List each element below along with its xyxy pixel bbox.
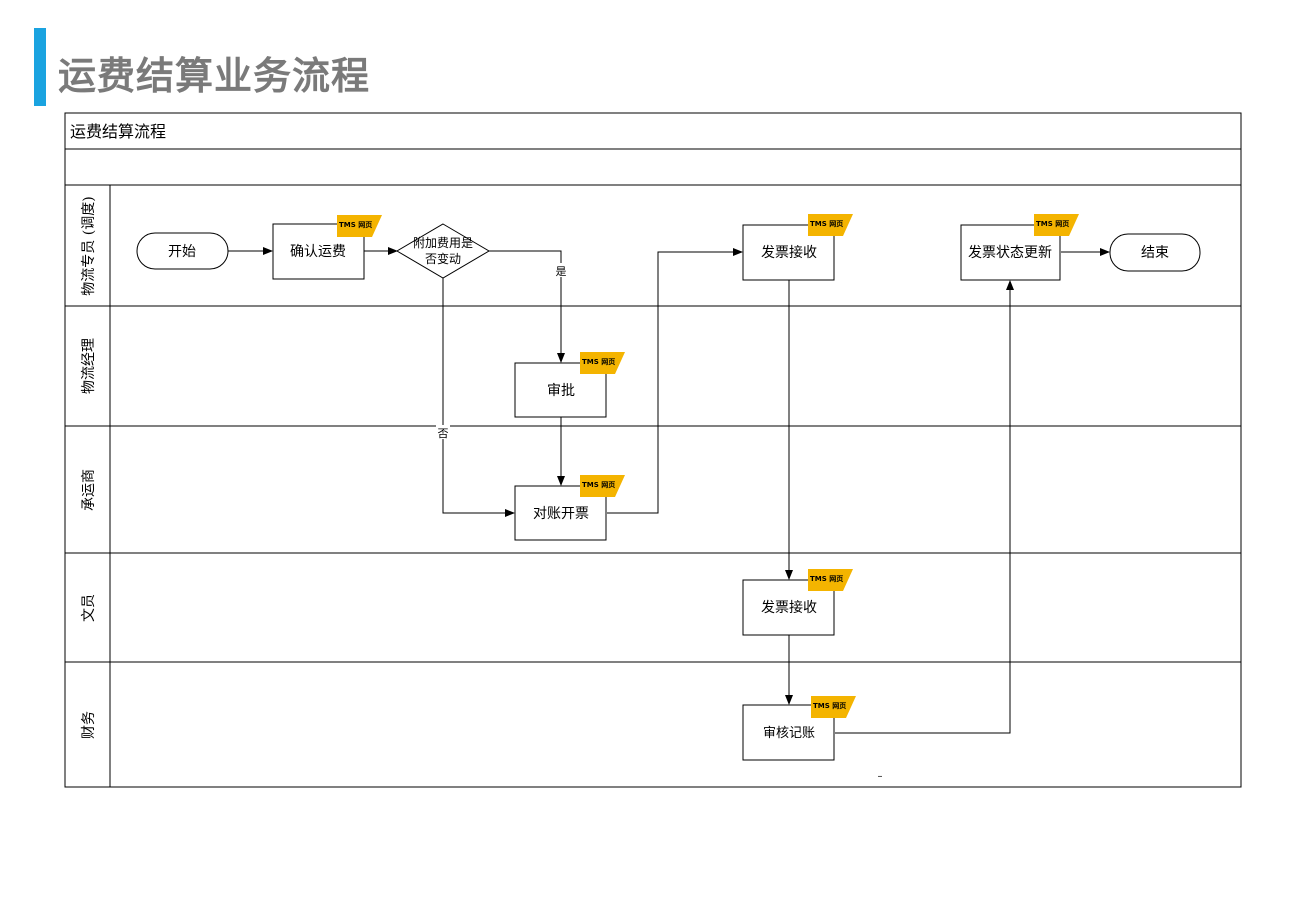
edge-audit-to-status-update (835, 280, 1014, 734)
node-decision-label-line2: 否变动 (425, 251, 461, 266)
tms-tag: TMS 网页 (808, 569, 853, 591)
lane-label-finance: 财务 (81, 711, 97, 739)
node-approve-label: 审批 (547, 383, 575, 399)
node-decision-label-line1: 附加费用是 (413, 236, 473, 250)
tms-tag: TMS 网页 (580, 475, 625, 497)
node-status-update-label: 发票状态更新 (968, 245, 1052, 261)
node-end (1109, 233, 1201, 272)
connectors (228, 247, 1110, 734)
footnote-mark: – (878, 771, 883, 782)
node-invoice-receive-clerk-label: 发票接收 (761, 599, 817, 616)
lane-label-logistics-specialist: 物流专员 (调度) (81, 196, 97, 295)
node-decision (396, 223, 490, 279)
node-audit-label: 审核记账 (763, 726, 815, 741)
diagram-frame (64, 112, 1242, 788)
lane-label-clerk: 文员 (81, 594, 97, 622)
svg-text:TMS 网页: TMS 网页 (1036, 220, 1069, 228)
edge-decision-yes-to-approve (489, 250, 565, 363)
svg-text:TMS 网页: TMS 网页 (582, 358, 615, 366)
svg-text:TMS 网页: TMS 网页 (810, 575, 843, 583)
edge-reconcile-to-receive (607, 248, 743, 514)
svg-text:TMS 网页: TMS 网页 (582, 481, 615, 489)
tms-tag: TMS 网页 (1034, 214, 1079, 236)
edge-label-no: 否 (438, 427, 449, 440)
node-confirm-fee-label: 确认运费 (290, 244, 346, 260)
tms-tag: TMS 网页 (811, 696, 856, 718)
tms-tag: TMS 网页 (337, 215, 382, 237)
lane-label-carrier: 承运商 (81, 469, 97, 511)
page-title: 运费结算业务流程 (58, 54, 371, 98)
svg-text:TMS 网页: TMS 网页 (813, 702, 846, 710)
title-accent-bar (34, 28, 46, 106)
lane-label-logistics-manager: 物流经理 (81, 338, 97, 394)
node-start-label: 开始 (168, 244, 196, 260)
node-invoice-receive-specialist-label: 发票接收 (761, 244, 817, 261)
node-end-label: 结束 (1141, 245, 1169, 261)
node-start (136, 232, 229, 270)
svg-text:TMS 网页: TMS 网页 (810, 220, 843, 228)
diagram-header-title: 运费结算流程 (70, 122, 166, 141)
node-reconcile-label: 对账开票 (533, 506, 589, 522)
tms-tag: TMS 网页 (808, 214, 853, 236)
tms-tag: TMS 网页 (580, 352, 625, 374)
edge-decision-no-to-reconcile (442, 278, 515, 517)
edge-label-yes: 是 (556, 265, 567, 278)
svg-text:TMS 网页: TMS 网页 (339, 221, 372, 229)
